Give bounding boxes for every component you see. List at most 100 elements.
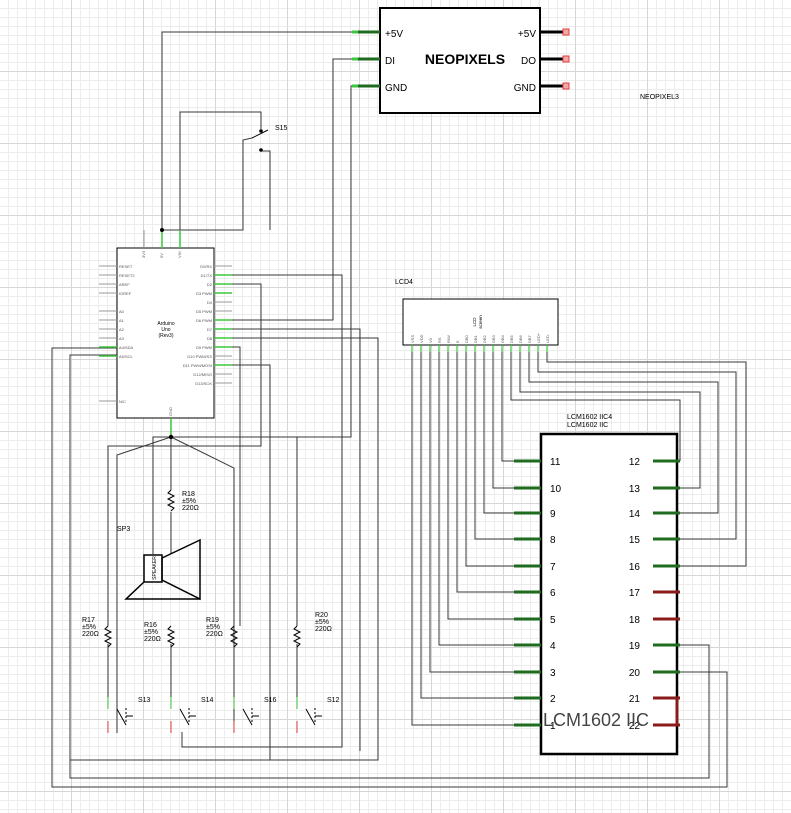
- lcm-pin-16: 16: [629, 562, 641, 573]
- neopixel-pin-di: DI: [385, 56, 395, 67]
- lcd-pin-6: E: [455, 340, 460, 343]
- arduino-pin-d10: D10 PWM/SS: [187, 354, 212, 359]
- lcd-pin-10: DB3: [491, 334, 496, 343]
- button-s16-label: S16: [264, 697, 277, 704]
- arduino-pin-aref: AREF: [119, 282, 130, 287]
- neopixel-pin-do: DO: [521, 56, 536, 67]
- lcd-screen: LCD4 LCD screen VSS VDD V0 RS R/W E DB0 …: [395, 279, 559, 352]
- switch-s15-label: S15: [275, 125, 288, 132]
- lcm-pin-2: 2: [550, 694, 556, 705]
- arduino-pin-a3: A3: [119, 336, 125, 341]
- lcd-pin-3: V0: [428, 337, 433, 343]
- arduino-pin-d12: D12/MISO: [193, 372, 212, 377]
- lcd-pin-5: R/W: [446, 335, 451, 343]
- speaker-body-text: SPEAKER: [152, 556, 158, 580]
- lcd-pin-11: DB4: [500, 334, 505, 343]
- lcd-pin-16: LED-: [545, 333, 550, 343]
- neopixel-pin-5v-in: +5V: [385, 29, 403, 40]
- r20-name: R20: [315, 612, 328, 619]
- arduino-title-3: (Rev3): [158, 333, 173, 339]
- lcd-pin-8: DB1: [473, 334, 478, 343]
- lcd-screen-text-2: screen: [478, 315, 483, 329]
- lcm-pin-17: 17: [629, 588, 641, 599]
- arduino-pin-d0: D0/RX: [200, 264, 212, 269]
- arduino-pin-a2: A2: [119, 327, 125, 332]
- lcm-pin-20: 20: [629, 668, 641, 679]
- lcd-pin-15: LED+: [536, 332, 541, 343]
- button-s14: [170, 697, 196, 733]
- arduino-pin-d9: D9 PWM: [196, 345, 212, 350]
- arduino-pin-d13: D13/SCK: [195, 381, 212, 386]
- r19-tol: ±5%: [206, 624, 220, 631]
- resistor-r19: R19 ±5% 220Ω: [206, 617, 239, 648]
- lcd-pin-9: DB2: [482, 334, 487, 343]
- r17-tol: ±5%: [82, 624, 96, 631]
- lcm-name: LCM1602 IIC: [543, 710, 649, 730]
- neopixel-pin-gnd-in: GND: [385, 83, 407, 94]
- arduino-pin-d4: D4: [207, 300, 213, 305]
- r18-tol: ±5%: [182, 498, 196, 505]
- lcm-pin-1: 1: [550, 721, 556, 732]
- arduino-pin-d5: D5 PWM: [196, 309, 212, 314]
- r20-tol: ±5%: [315, 619, 329, 626]
- r17-name: R17: [82, 617, 95, 624]
- wires: [51, 31, 747, 788]
- button-s13-label: S13: [138, 697, 151, 704]
- resistor-r16: R16 ±5% 220Ω: [144, 622, 176, 648]
- speaker-label: SP3: [117, 526, 130, 533]
- neopixel-strip: NEOPIXELS +5V DI GND +5V DO GND NEOPIXEL…: [352, 7, 679, 114]
- lcd-pin-13: DB6: [518, 334, 523, 343]
- arduino-pin-a1: A1: [119, 318, 125, 323]
- lcd-pin-14: DB7: [527, 334, 532, 343]
- arduino-pin-ioref: IOREF: [119, 291, 132, 296]
- r16-name: R16: [144, 622, 157, 629]
- r20-val: 220Ω: [315, 626, 332, 633]
- arduino-pin-d3: D3 PWM: [196, 291, 212, 296]
- arduino-pin-d7: D7: [207, 327, 213, 332]
- lcm-pin-14: 14: [629, 509, 641, 520]
- arduino-uno: Arduino Uno (Rev3) 3V3 5V VIN GND RESET …: [99, 228, 232, 440]
- lcm-pin-12: 12: [629, 457, 641, 468]
- button-s16: [233, 697, 259, 733]
- neopixel-title: NEOPIXELS: [425, 51, 505, 67]
- arduino-pin-a0: A0: [119, 309, 125, 314]
- arduino-pin-vin: VIN: [177, 251, 182, 258]
- r19-val: 220Ω: [206, 631, 223, 638]
- switch-s15: S15: [251, 125, 288, 152]
- button-s14-label: S14: [201, 697, 214, 704]
- r17-val: 220Ω: [82, 631, 99, 638]
- lcm-pin-7: 7: [550, 562, 556, 573]
- lcd-pin-12: DB5: [509, 334, 514, 343]
- arduino-title-1: Arduino: [157, 321, 174, 327]
- lcm-pin-6: 6: [550, 588, 556, 599]
- resistor-r20: R20 ±5% 220Ω: [292, 612, 332, 648]
- lcd-pin-7: DB0: [464, 334, 469, 343]
- arduino-pin-d6: D6 PWM: [196, 318, 212, 323]
- button-s13: [107, 697, 133, 733]
- lcm-pin-19: 19: [629, 641, 641, 652]
- lcm-pin-4: 4: [550, 641, 556, 652]
- lcd-pin-1: VSS: [410, 335, 415, 343]
- lcm-pin-18: 18: [629, 615, 641, 626]
- r18-val: 220Ω: [182, 505, 199, 512]
- lcm-pin-22: 22: [629, 721, 641, 732]
- lcm-label-2: LCM1602 IIC: [567, 422, 608, 429]
- arduino-pin-d8: D8: [207, 336, 213, 341]
- arduino-pin-reset: RESET: [119, 264, 133, 269]
- arduino-pin-a4: A4/SDA: [119, 345, 134, 350]
- arduino-title-2: Uno: [161, 327, 170, 333]
- arduino-pin-5v: 5V: [159, 253, 164, 258]
- r16-val: 220Ω: [144, 636, 161, 643]
- arduino-pin-reset2: RESET2: [119, 273, 135, 278]
- lcm1602-module: LCM1602 IIC4 LCM1602 IIC 11 10 9: [514, 414, 680, 756]
- lcm-pin-10: 10: [550, 484, 562, 495]
- speaker-sp3: SP3 SPEAKER: [117, 526, 201, 601]
- lcd-screen-text-1: LCD: [472, 317, 477, 327]
- arduino-pin-3v3: 3V3: [141, 250, 146, 258]
- arduino-pin-d2: D2: [207, 282, 213, 287]
- resistor-r17: R17 ±5% 220Ω: [82, 617, 113, 648]
- lcd-pin-2: VDD: [419, 334, 424, 343]
- arduino-pin-d11: D11 PWM/MOSI: [183, 363, 212, 368]
